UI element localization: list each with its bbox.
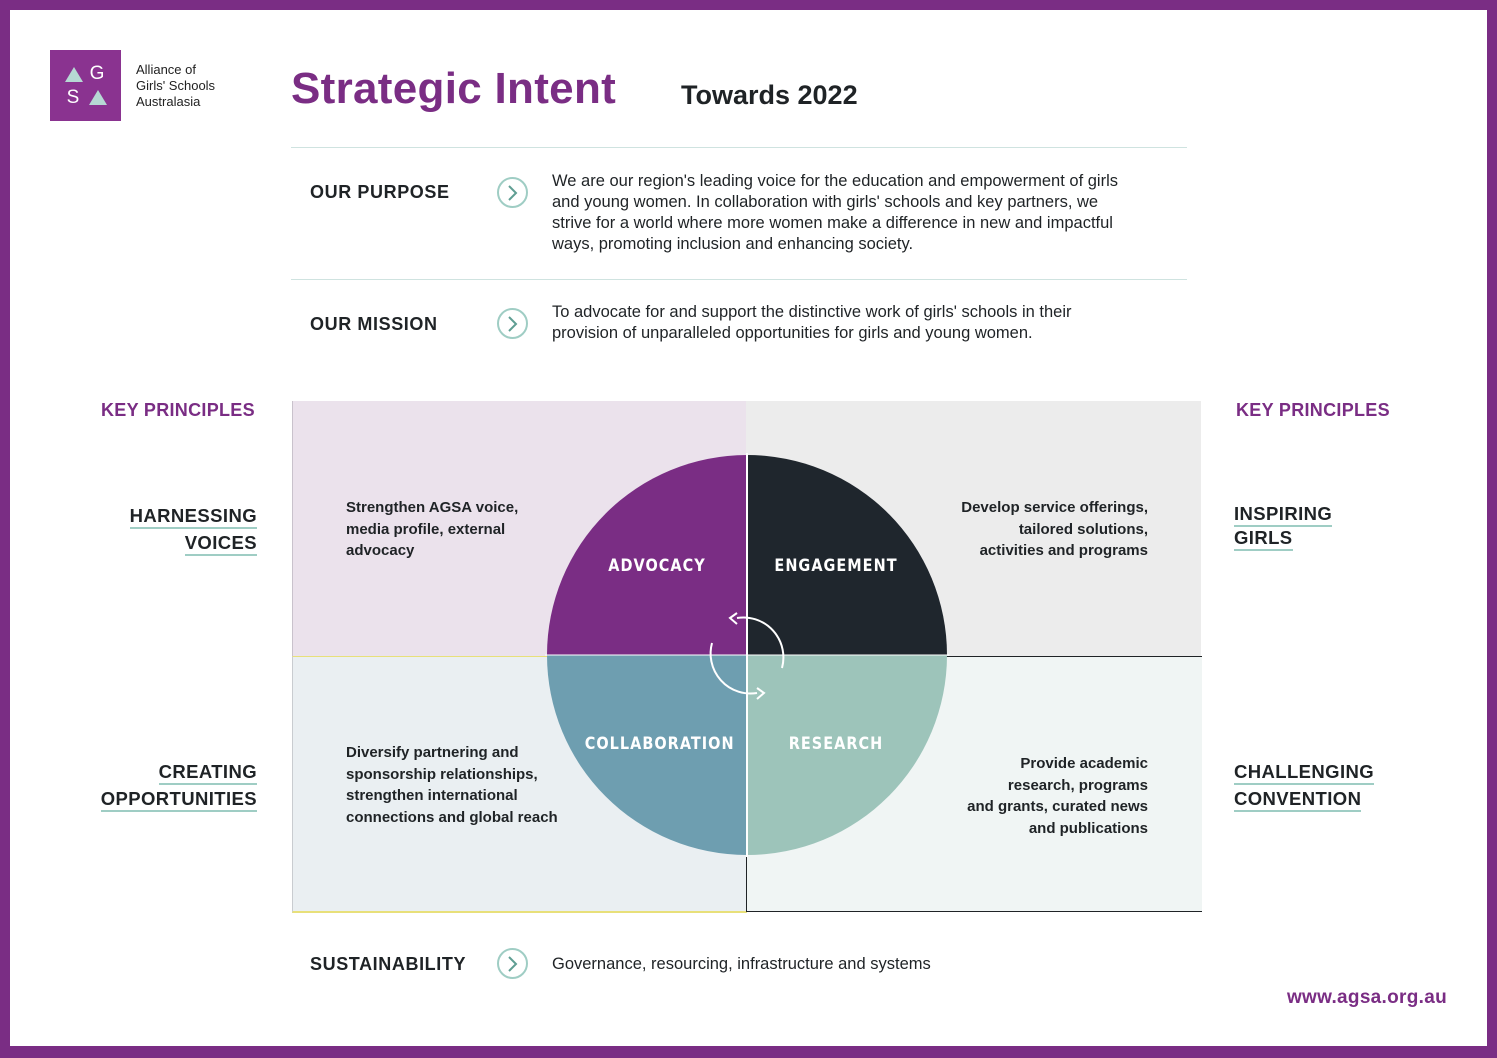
website-link[interactable]: www.agsa.org.au xyxy=(1286,987,1447,1008)
page-subtitle: Towards 2022 xyxy=(681,80,858,110)
description-line: sponsorship relationships, xyxy=(346,765,538,783)
quadrant-circle xyxy=(545,453,949,857)
description-line: and grants, curated news xyxy=(967,798,1148,815)
logo-letter-g: G xyxy=(89,63,105,84)
org-name-line: Alliance of xyxy=(136,62,196,77)
description-line: Strengthen AGSA voice, xyxy=(346,499,519,516)
description-line: media profile, external xyxy=(346,520,506,538)
strategic-intent-page: G S Alliance of Girls' Schools Australas… xyxy=(10,10,1487,1046)
advocacy-label: ADVOCACY xyxy=(608,556,706,576)
description-line: Provide academic xyxy=(1020,755,1148,772)
purpose-line: We are our region's leading voice for th… xyxy=(552,172,1118,190)
advocacy-segment xyxy=(547,455,747,655)
logo-triangle-icon xyxy=(89,90,107,105)
mission-label: OUR MISSION xyxy=(310,314,438,334)
org-name: Alliance of Girls' Schools Australasia xyxy=(136,62,215,110)
org-name-line: Australasia xyxy=(136,94,201,109)
principle-line: VOICES xyxy=(184,532,257,556)
collaboration-description: Diversify partnering and sponsorship rel… xyxy=(346,742,558,828)
sustainability-label: SUSTAINABILITY xyxy=(310,954,467,974)
description-line: activities and programs xyxy=(979,542,1148,559)
collaboration-segment xyxy=(547,655,747,855)
key-principles-left: KEY PRINCIPLES xyxy=(101,400,255,420)
research-label: RESEARCH xyxy=(788,734,884,754)
principle-line: HARNESSING xyxy=(129,505,257,529)
divider xyxy=(291,279,1187,280)
purpose-text: We are our region's leading voice for th… xyxy=(552,171,1118,255)
purpose-label: OUR PURPOSE xyxy=(310,182,450,202)
description-line: Develop service offerings, xyxy=(961,499,1148,516)
sustainability-chevron-icon xyxy=(497,948,528,979)
description-line: tailored solutions, xyxy=(1018,520,1148,538)
sustainability-text: Governance, resourcing, infrastructure a… xyxy=(552,955,931,973)
mission-line: To advocate for and support the distinct… xyxy=(552,303,1072,321)
principle-line: CREATING xyxy=(158,761,257,785)
description-line: and publications xyxy=(1028,819,1148,837)
principle-harnessing-voices: HARNESSING VOICES xyxy=(129,502,257,556)
research-segment xyxy=(747,655,947,855)
principle-line: INSPIRING xyxy=(1234,503,1333,527)
mission-line: provision of unparalleled opportunities … xyxy=(552,324,1033,342)
org-name-line: Girls' Schools xyxy=(136,78,216,93)
mission-text: To advocate for and support the distinct… xyxy=(552,302,1072,344)
page-title: Strategic Intent xyxy=(291,64,617,113)
description-line: strengthen international xyxy=(346,787,518,804)
purpose-line: and young women. In collaboration with g… xyxy=(552,193,1099,211)
principle-challenging-convention: CHALLENGING CONVENTION xyxy=(1234,758,1375,812)
cycle-arrows-icon xyxy=(709,612,785,700)
engagement-label: ENGAGEMENT xyxy=(774,556,898,576)
principle-line: OPPORTUNITIES xyxy=(100,788,257,812)
engagement-segment xyxy=(747,455,947,655)
purpose-line: ways, promoting inclusion and enhancing … xyxy=(552,235,914,253)
description-line: advocacy xyxy=(346,542,415,559)
engagement-description: Develop service offerings, tailored solu… xyxy=(961,497,1148,562)
key-principles-right: KEY PRINCIPLES xyxy=(1236,400,1390,420)
description-line: Diversify partnering and xyxy=(346,744,519,761)
logo-letter-s: S xyxy=(66,87,80,108)
principle-line: GIRLS xyxy=(1234,527,1293,551)
agsa-logo: G S xyxy=(50,50,121,121)
principle-creating-opportunities: CREATING OPPORTUNITIES xyxy=(100,758,257,812)
description-line: research, programs xyxy=(1007,776,1148,794)
logo-triangle-icon xyxy=(65,67,83,82)
divider xyxy=(291,147,1187,148)
collaboration-label: COLLABORATION xyxy=(584,734,735,754)
principle-line: CONVENTION xyxy=(1234,788,1362,812)
principle-line: CHALLENGING xyxy=(1234,761,1375,785)
research-description: Provide academic research, programs and … xyxy=(967,753,1148,839)
description-line: connections and global reach xyxy=(346,808,558,826)
purpose-line: strive for a world where more women make… xyxy=(552,214,1113,232)
mission-chevron-icon xyxy=(497,308,528,339)
purpose-chevron-icon xyxy=(497,177,528,208)
advocacy-description: Strengthen AGSA voice, media profile, ex… xyxy=(346,497,518,562)
principle-inspiring-girls: INSPIRING GIRLS xyxy=(1234,502,1333,551)
